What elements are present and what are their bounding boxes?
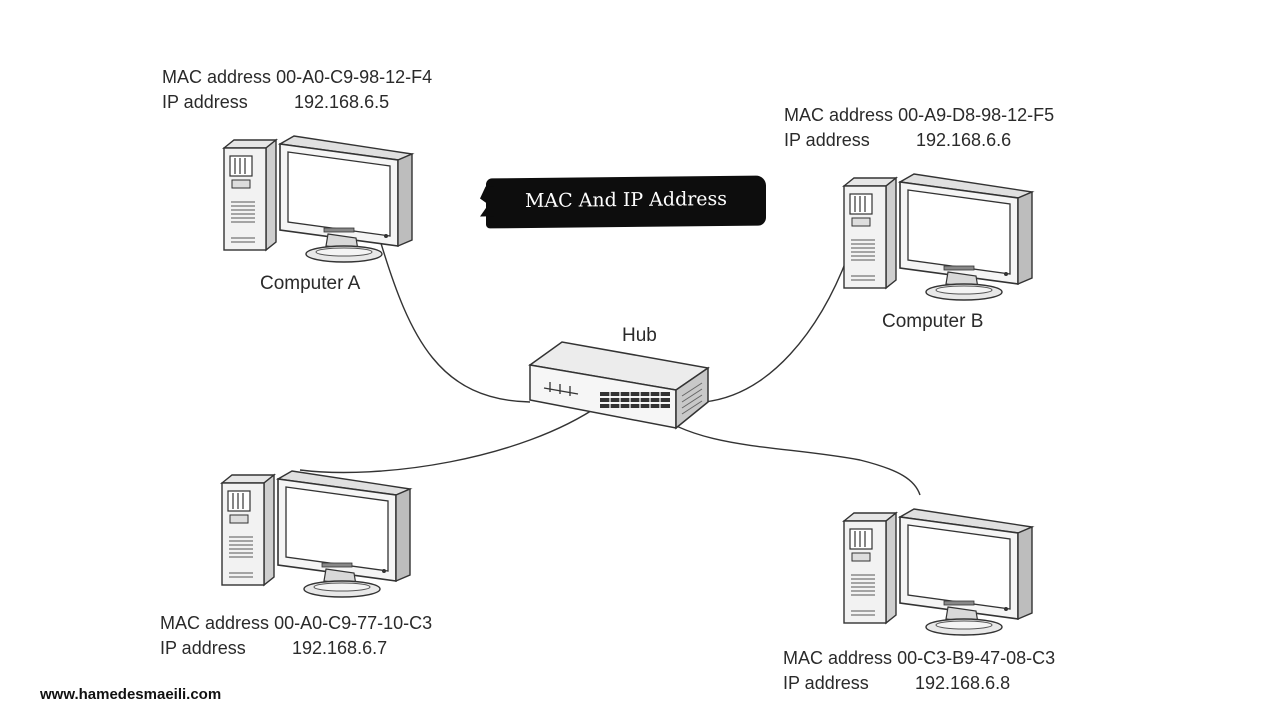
computer-a-label: Computer A (260, 273, 361, 294)
computer-d-info: MAC address 00-C3-B9-47-08-C3 IP address… (783, 646, 1055, 696)
ip-value: 192.168.6.5 (294, 92, 390, 112)
computer-b-icon (843, 173, 1033, 301)
mac-label: MAC address (783, 648, 893, 668)
computer-a-info: MAC address 00-A0-C9-98-12-F4 IP address… (162, 65, 432, 115)
computer-b-label: Computer B (882, 311, 984, 332)
ip-label: IP address (162, 92, 248, 112)
ip-value: 192.168.6.8 (915, 673, 1011, 693)
computer-d-icon (843, 508, 1033, 636)
hub-label: Hub (622, 325, 657, 346)
hub-icon (528, 341, 710, 430)
ip-label: IP address (160, 638, 246, 658)
website-link[interactable]: www.hamedesmaeili.com (40, 686, 222, 703)
ip-value: 192.168.6.6 (916, 130, 1012, 150)
cable-a (379, 239, 531, 403)
mac-value: 00-A9-D8-98-12-F5 (898, 105, 1055, 125)
cable-b (703, 255, 849, 403)
mac-value: 00-C3-B9-47-08-C3 (897, 648, 1056, 668)
computer-c-info: MAC address 00-A0-C9-77-10-C3 IP address… (160, 611, 432, 661)
title-banner: MAC And IP Address (486, 175, 766, 229)
ip-value: 192.168.6.7 (292, 638, 388, 658)
computer-a-icon (223, 135, 413, 263)
mac-value: 00-A0-C9-77-10-C3 (274, 613, 433, 633)
computer-c-icon (221, 470, 411, 598)
cable-d (649, 409, 921, 496)
page-title: MAC And IP Address (524, 187, 728, 213)
mac-label: MAC address (162, 67, 272, 87)
mac-label: MAC address (784, 105, 894, 125)
ip-label: IP address (784, 130, 870, 150)
mac-label: MAC address (160, 613, 270, 633)
ip-label: IP address (783, 673, 869, 693)
cable-c (299, 404, 601, 474)
mac-value: 00-A0-C9-98-12-F4 (276, 67, 433, 87)
computer-b-info: MAC address 00-A9-D8-98-12-F5 IP address… (784, 103, 1054, 153)
